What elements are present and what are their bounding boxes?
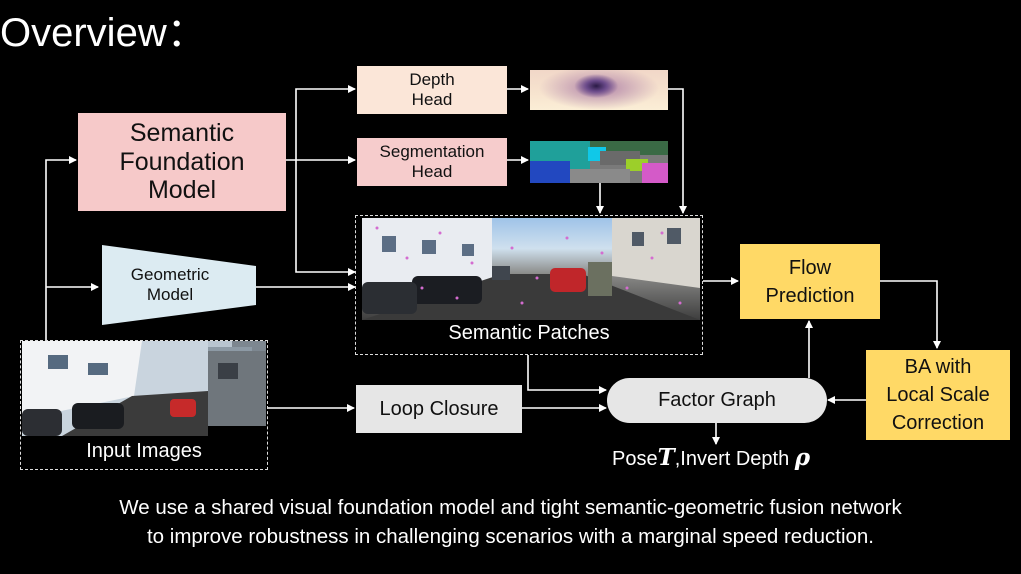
ba-block: BA with Local Scale Correction bbox=[866, 350, 1010, 440]
factor-graph-block: Factor Graph bbox=[607, 378, 827, 423]
geometric-model-block bbox=[102, 245, 256, 325]
caption-line-2: to improve robustness in challenging sce… bbox=[146, 525, 874, 548]
semantic-patches-label: Semantic Patches bbox=[448, 322, 610, 344]
street-scene-image bbox=[362, 218, 700, 320]
input-images-stack bbox=[22, 341, 266, 436]
depth-text: ,Invert Depth bbox=[674, 448, 795, 470]
pose-symbol: T bbox=[657, 444, 675, 471]
segmentation-head-block: Segmentation Head bbox=[357, 138, 507, 186]
loop-closure-block: Loop Closure bbox=[356, 385, 522, 433]
input-images-label: Input Images bbox=[86, 440, 202, 462]
segmentation-map-image bbox=[530, 141, 668, 183]
caption-line-1: We use a shared visual foundation model … bbox=[119, 496, 902, 519]
pose-text: Pose bbox=[612, 448, 658, 470]
slide-title: Overview： bbox=[0, 11, 207, 55]
geometric-model-label: Geometric Model bbox=[130, 265, 210, 304]
depth-head-block: Depth Head bbox=[357, 66, 507, 114]
output-label: PoseT,Invert Depth ρ bbox=[612, 444, 810, 471]
semantic-patches-panel bbox=[355, 215, 703, 355]
input-images-panel bbox=[20, 340, 268, 470]
depth-map-image bbox=[530, 70, 668, 110]
depth-symbol: ρ bbox=[794, 444, 811, 471]
semantic-foundation-model-block: Semantic Foundation Model bbox=[78, 113, 286, 211]
flow-prediction-block: Flow Prediction bbox=[740, 244, 880, 319]
